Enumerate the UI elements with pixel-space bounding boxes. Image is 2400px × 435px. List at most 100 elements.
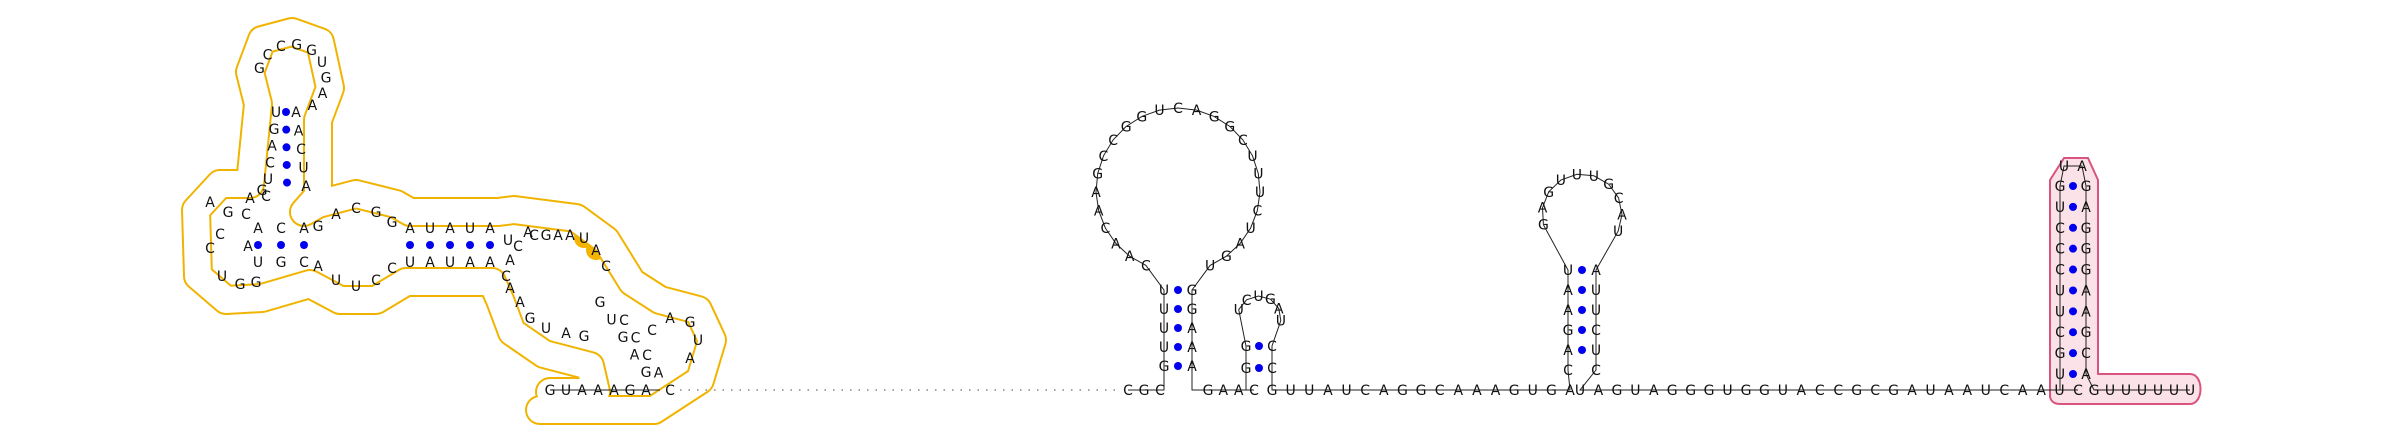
- hairpin3-left-nucleotide: U: [1563, 263, 1573, 279]
- segment-d-nucleotide: U: [1981, 383, 1991, 399]
- hairpin4-loop-nucleotide: U: [2059, 159, 2069, 175]
- hairpin1-loop-nucleotide: G: [1209, 109, 1220, 125]
- stem-right-nucleotide: C: [296, 142, 306, 158]
- leader-nucleotide: G: [625, 383, 636, 399]
- hairpin1-loop-nucleotide: U: [1245, 221, 1255, 237]
- segment-c-nucleotide: G: [1397, 383, 1408, 399]
- segment-c-nucleotide: G: [1546, 383, 1557, 399]
- segment-d-nucleotide: A: [1797, 383, 1807, 399]
- hairpin1-loop-nucleotide: C: [1238, 133, 1248, 149]
- hairpin2-loop-nucleotide: A: [1274, 301, 1284, 317]
- hairpin1-loop-nucleotide: U: [1154, 103, 1164, 119]
- helix-c-base-pair: [254, 241, 262, 249]
- hairpin3-loop-nucleotide: U: [1572, 167, 1582, 183]
- hairpin1-loop-nucleotide: U: [1255, 185, 1265, 201]
- hairpin3-loop-nucleotide: A: [1538, 201, 1548, 217]
- hairpin3-left-nucleotide: A: [1563, 343, 1573, 359]
- hairpin4-left-nucleotide: U: [2055, 200, 2065, 216]
- hairpin1-right-nucleotide: G: [1187, 302, 1198, 318]
- hairpin4-right-nucleotide: A: [2081, 367, 2091, 383]
- hairpin4-base-pair: [2069, 223, 2077, 232]
- multiloop-left-nucleotide: A: [245, 191, 255, 207]
- segment-d-nucleotide: A: [1594, 383, 1604, 399]
- hairpin-loop-nucleotide: G: [306, 43, 317, 59]
- segment-c-nucleotide: G: [1416, 383, 1427, 399]
- hairpin1-loop-nucleotide: G: [1092, 167, 1103, 183]
- segment-c-nucleotide: A: [1491, 383, 1501, 399]
- segment-d-nucleotide: C: [1815, 383, 1825, 399]
- helix-d-bottom-nucleotide: A: [425, 255, 435, 271]
- tail-nucleotide: G: [2089, 383, 2100, 399]
- hairpin1-loop-nucleotide: A: [1094, 204, 1104, 220]
- domain2-outline: [2049, 157, 2202, 405]
- helix-c-top-nucleotide: A: [299, 221, 309, 237]
- hairpin1-loop-nucleotide: A: [1192, 103, 1202, 119]
- helix-c-top-nucleotide: A: [253, 221, 263, 237]
- hairpin-loop-nucleotide: C: [276, 39, 286, 55]
- hairpin4-loop-nucleotide: A: [2077, 159, 2087, 175]
- interior-bottom-nucleotide: A: [505, 281, 515, 297]
- segment-d-nucleotide: G: [1888, 383, 1899, 399]
- segment-d-nucleotide: G: [1667, 383, 1678, 399]
- leader-nucleotide: A: [593, 383, 603, 399]
- hairpin-loop-nucleotide: G: [254, 61, 265, 77]
- hairpin-loop-nucleotide: U: [317, 55, 327, 71]
- segment-d-nucleotide: U: [1575, 383, 1585, 399]
- hairpin4-left-nucleotide: C: [2055, 242, 2065, 258]
- stem-left-nucleotide: A: [267, 139, 277, 155]
- hairpin1-base-pair: [1174, 324, 1182, 332]
- tail-loop-nucleotide: A: [685, 351, 695, 367]
- hairpin4-left-nucleotide: U: [2055, 367, 2065, 383]
- segment-d-nucleotide: A: [2018, 383, 2028, 399]
- segment-c-nucleotide: A: [1565, 383, 1575, 399]
- stem-right-nucleotide: A: [294, 124, 304, 140]
- helix-e-right-nucleotide: A: [630, 348, 640, 364]
- hairpin2-base-pair: [1255, 364, 1263, 372]
- hairpin1-loop-nucleotide: C: [1141, 258, 1151, 274]
- hairpin1-loop-nucleotide: C: [1099, 149, 1109, 165]
- stem-left-nucleotide: C: [265, 155, 275, 171]
- hairpin3-right-nucleotide: A: [1591, 263, 1601, 279]
- interior-top-nucleotide: G: [541, 228, 552, 244]
- hairpin1-right-nucleotide: A: [1187, 340, 1197, 356]
- hairpin3-loop-nucleotide: G: [1538, 218, 1549, 234]
- helix-c-base-pair: [277, 241, 285, 249]
- hairpin2-right-nucleotide: C: [1267, 361, 1277, 377]
- hairpin1-loop-nucleotide: U: [1247, 149, 1257, 165]
- hairpin1-loop-nucleotide: G: [1224, 119, 1235, 135]
- hairpin3-left-nucleotide: C: [1563, 363, 1573, 379]
- segment-d-nucleotide: A: [1907, 383, 1917, 399]
- interior-top-nucleotide: C: [529, 228, 539, 244]
- helix-c-bottom-nucleotide: U: [253, 255, 263, 271]
- interior-bottom-nucleotide: C: [513, 239, 523, 255]
- hairpin2-loop-nucleotide: U: [1234, 302, 1244, 318]
- backbone-main: [1095, 107, 2190, 391]
- segment-a-nucleotide: C: [1123, 383, 1133, 399]
- hairpin3-right-nucleotide: U: [1591, 283, 1601, 299]
- hairpin3-left-nucleotide: A: [1563, 283, 1573, 299]
- hairpin1-loop-nucleotide: G: [1121, 119, 1132, 135]
- stem-left-nucleotide: C: [261, 189, 271, 205]
- mid-loop-bottom-nucleotide: C: [387, 261, 397, 277]
- stem-left-nucleotide: U: [263, 172, 273, 188]
- hairpin4-base-pair: [2069, 202, 2077, 211]
- hairpin2-base-pair: [1255, 342, 1263, 350]
- stem-base-pair: [282, 160, 291, 169]
- hairpin1-loop-nucleotide: A: [1091, 185, 1101, 201]
- hairpin4-left-nucleotide: U: [2055, 304, 2065, 320]
- segment-c-nucleotide: G: [1267, 383, 1278, 399]
- helix-d-bottom-nucleotide: A: [465, 255, 475, 271]
- hairpin1-loop-nucleotide: A: [1235, 237, 1245, 253]
- helix-d-base-pair: [466, 241, 474, 249]
- multiloop-left-nucleotide: G: [251, 275, 262, 291]
- hairpin4-base-pair: [2069, 328, 2077, 337]
- hairpin4-right-nucleotide: A: [2081, 304, 2091, 320]
- domain1-outline-fill: [183, 19, 725, 423]
- hairpin4-right-nucleotide: G: [2081, 179, 2092, 195]
- segment-d-nucleotide: G: [1685, 383, 1696, 399]
- multiloop-left-nucleotide: A: [205, 195, 215, 211]
- stem-base-pair: [283, 178, 291, 187]
- segment-d-nucleotide: A: [1944, 383, 1954, 399]
- hairpin3-loop-nucleotide: A: [1617, 208, 1627, 224]
- hairpin2-loop-nucleotide: C: [1242, 293, 1252, 309]
